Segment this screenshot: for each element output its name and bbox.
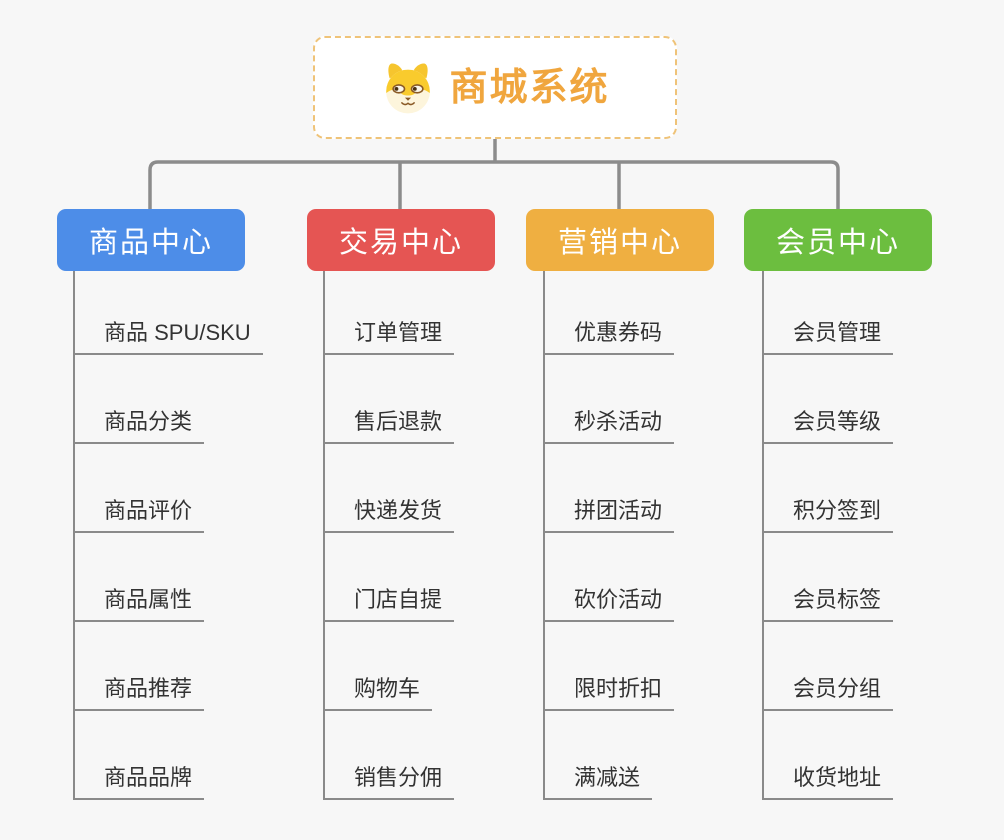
topic-item[interactable]: 会员管理 <box>762 319 894 355</box>
branch-member-center[interactable]: 会员中心 <box>744 209 932 271</box>
branch-trunk-line <box>73 271 75 800</box>
branch-trunk-line <box>762 271 764 800</box>
topic-item[interactable]: 会员等级 <box>762 408 894 444</box>
topic-item[interactable]: 商品评价 <box>73 497 205 533</box>
branch-trade-center[interactable]: 交易中心 <box>307 209 495 271</box>
branch-product-center[interactable]: 商品中心 <box>57 209 245 271</box>
topic-item[interactable]: 商品 SPU/SKU <box>73 319 263 355</box>
topic-item[interactable]: 收货地址 <box>762 764 894 800</box>
root-topic[interactable]: 商城系统 <box>313 36 677 139</box>
topic-item[interactable]: 商品分类 <box>73 408 205 444</box>
branch-children-trade: 订单管理 售后退款 快递发货 门店自提 购物车 销售分佣 <box>323 271 573 800</box>
branch-trunk-line <box>323 271 325 800</box>
topic-item[interactable]: 快递发货 <box>323 497 455 533</box>
topic-item[interactable]: 限时折扣 <box>543 675 675 711</box>
root-title: 商城系统 <box>449 66 610 109</box>
branch-trunk-line <box>543 271 545 800</box>
topic-item[interactable]: 会员标签 <box>762 586 894 622</box>
topic-item[interactable]: 会员分组 <box>762 675 894 711</box>
topic-item[interactable]: 订单管理 <box>323 319 455 355</box>
topic-item[interactable]: 售后退款 <box>323 408 455 444</box>
topic-item[interactable]: 满减送 <box>543 764 653 800</box>
topic-item[interactable]: 商品推荐 <box>73 675 205 711</box>
topic-item[interactable]: 积分签到 <box>762 497 894 533</box>
branch-children-member: 会员管理 会员等级 积分签到 会员标签 会员分组 收货地址 <box>762 271 1004 800</box>
branch-children-marketing: 优惠券码 秒杀活动 拼团活动 砍价活动 限时折扣 满减送 <box>543 271 793 800</box>
topic-item[interactable]: 砍价活动 <box>543 586 675 622</box>
topic-item[interactable]: 优惠券码 <box>543 319 675 355</box>
topic-item[interactable]: 商品品牌 <box>73 764 205 800</box>
branch-children-product: 商品 SPU/SKU 商品分类 商品评价 商品属性 商品推荐 商品品牌 <box>73 271 323 800</box>
topic-item[interactable]: 拼团活动 <box>543 497 675 533</box>
topic-item[interactable]: 商品属性 <box>73 586 205 622</box>
topic-item[interactable]: 门店自提 <box>323 586 455 622</box>
topic-item[interactable]: 销售分佣 <box>323 764 455 800</box>
topic-item[interactable]: 秒杀活动 <box>543 408 675 444</box>
branch-marketing-center[interactable]: 营销中心 <box>526 209 714 271</box>
dog-icon <box>386 63 431 113</box>
topic-item[interactable]: 购物车 <box>323 675 433 711</box>
